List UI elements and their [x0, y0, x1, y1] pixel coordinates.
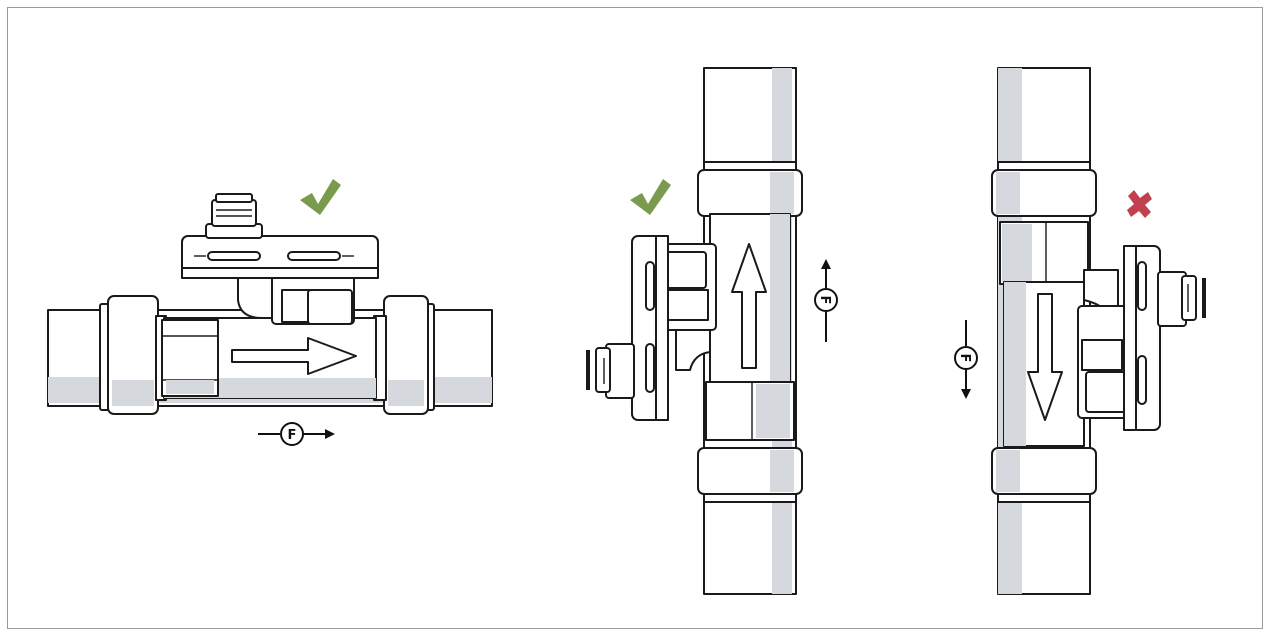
check-icon	[630, 179, 671, 215]
flow-direction-symbol-up: F	[814, 259, 838, 342]
flow-sensor-right	[1077, 245, 1206, 431]
pipe-coupling-bottom	[991, 447, 1097, 503]
panel-horizontal: F	[47, 179, 493, 446]
panel-vertical-down: F	[954, 67, 1206, 595]
pipe-coupling-bottom	[697, 381, 803, 503]
check-icon	[300, 179, 341, 215]
pipe-coupling-top	[991, 161, 1097, 285]
flow-letter: F	[288, 428, 297, 443]
tee-body-vertical-up	[709, 213, 791, 385]
flow-sensor-left	[586, 235, 717, 421]
flow-direction-symbol-down: F	[954, 320, 978, 399]
flow-arrow-on-tee	[231, 337, 357, 375]
pipe-coupling-right	[373, 295, 435, 415]
pipe-coupling-top	[697, 161, 803, 217]
panel-vertical-up: F	[586, 67, 838, 595]
flow-direction-symbol-right: F	[258, 422, 335, 446]
pipe-coupling-left	[99, 295, 167, 415]
flow-arrow-on-tee-down	[1027, 293, 1063, 421]
flow-letter: F	[957, 354, 972, 363]
cross-icon	[1127, 190, 1152, 218]
flow-sensor	[181, 193, 379, 325]
flow-arrow-on-tee-up	[731, 243, 767, 369]
flow-letter: F	[817, 296, 832, 305]
